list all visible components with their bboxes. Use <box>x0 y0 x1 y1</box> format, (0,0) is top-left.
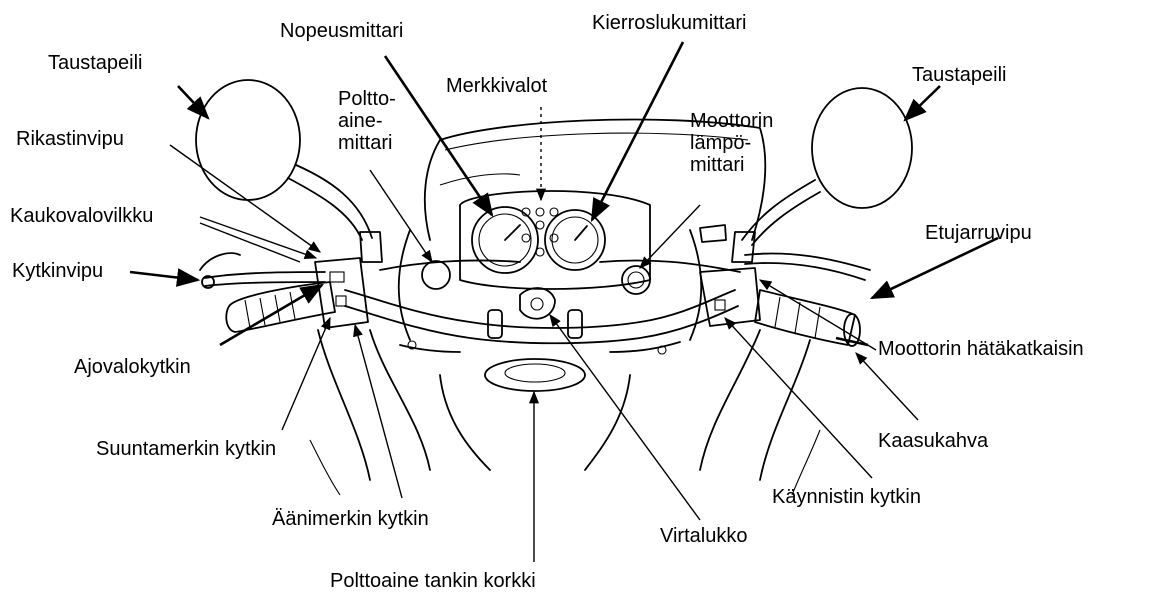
label-fuel-gauge-line3: mittari <box>338 132 396 154</box>
label-choke-lever: Rikastinvipu <box>16 128 124 150</box>
label-engine-stop-switch: Moottorin hätäkatkaisin <box>878 338 1084 360</box>
label-fuel-gauge-line2: aine- <box>338 110 396 132</box>
leader-clutch-lever <box>130 272 198 280</box>
leader-turn-signal <box>282 318 330 430</box>
left-grip <box>202 258 368 332</box>
leader-tachometer <box>592 42 683 220</box>
leader-engine-temp <box>640 205 700 268</box>
leader-throttle-grip <box>856 353 918 420</box>
leader-headlight-switch <box>220 285 322 345</box>
label-engine-temp-line3: mittari <box>690 154 773 176</box>
leader-ignition-lock <box>550 315 700 520</box>
label-tachometer: Kierroslukumittari <box>592 12 746 34</box>
label-turn-signal-switch: Suuntamerkin kytkin <box>96 438 276 460</box>
leader-front-brake <box>872 238 998 298</box>
label-ignition-lock: Virtalukko <box>660 525 747 547</box>
label-rear-mirror-left: Taustapeili <box>48 52 143 74</box>
label-indicator-lights: Merkkivalot <box>446 75 547 97</box>
label-engine-temp-line1: Moottorin <box>690 110 773 132</box>
leader-rear-mirror-left <box>178 86 208 118</box>
label-high-beam-flasher: Kaukovalovilkku <box>10 205 153 227</box>
label-fuel-gauge-line1: Poltto- <box>338 88 396 110</box>
instrument-cluster <box>460 191 650 289</box>
fork-tops <box>488 288 582 338</box>
label-engine-temp: Moottorin lämpö- mittari <box>690 110 773 176</box>
leader-fuel-gauge <box>370 170 432 262</box>
label-starter-switch: Käynnistin kytkin <box>772 486 921 508</box>
label-fuel-tank-cap: Polttoaine tankin korkki <box>330 570 536 592</box>
label-headlight-switch: Ajovalokytkin <box>74 356 191 378</box>
label-throttle-grip: Kaasukahva <box>878 430 988 452</box>
label-clutch-lever: Kytkinvipu <box>12 260 103 282</box>
label-front-brake-lever: Etujarruvipu <box>925 222 1032 244</box>
fuel-tank <box>400 342 680 470</box>
label-speedometer: Nopeusmittari <box>280 20 403 42</box>
leader-rear-mirror-right <box>905 86 940 120</box>
label-horn-switch: Äänimerkin kytkin <box>272 508 429 530</box>
label-fuel-gauge: Poltto- aine- mittari <box>338 88 396 154</box>
label-rear-mirror-right: Taustapeili <box>912 64 1007 86</box>
label-engine-temp-line2: lämpö- <box>690 132 773 154</box>
right-grip <box>700 253 870 346</box>
